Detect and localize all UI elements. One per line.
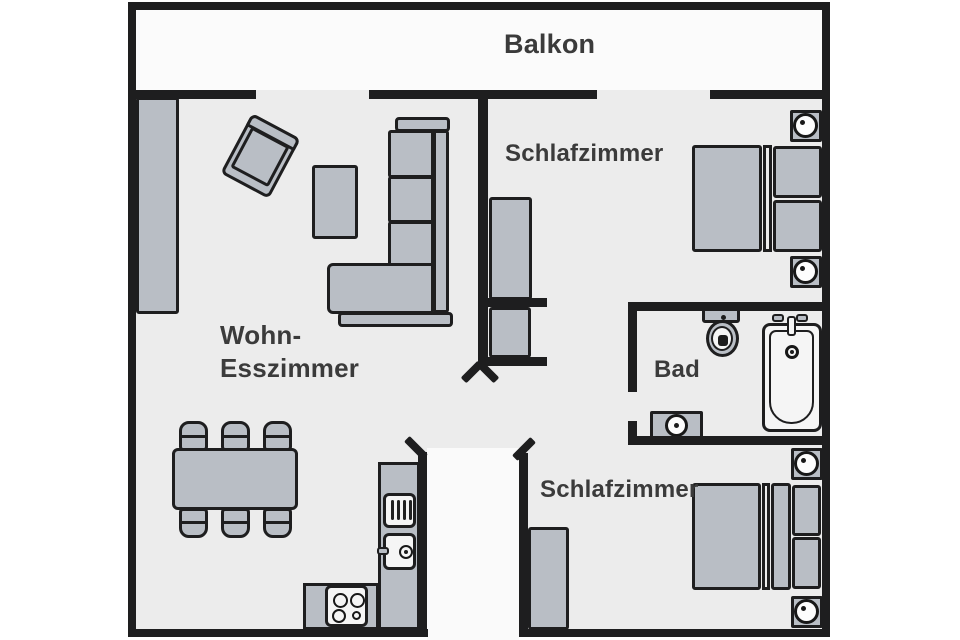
bedroom-bottom-west-wall bbox=[519, 453, 528, 637]
stove bbox=[325, 585, 368, 627]
bedroom-top-west-wall bbox=[478, 90, 488, 366]
kitchen-faucet bbox=[377, 547, 389, 555]
bed-mattress bbox=[692, 483, 761, 590]
living-room-label-line2: Esszimmer bbox=[220, 353, 360, 383]
sofa-cushion bbox=[388, 221, 434, 269]
kitchen-sink bbox=[377, 533, 416, 570]
dining-chair bbox=[179, 508, 208, 538]
outer-wall-top bbox=[128, 2, 830, 10]
bed-pillow bbox=[792, 485, 821, 536]
bed-mattress bbox=[692, 145, 762, 252]
outer-wall-right bbox=[822, 2, 830, 637]
closet bbox=[489, 197, 532, 300]
outer-wall-bottom-left bbox=[128, 629, 428, 637]
dishwasher-slat-icon bbox=[409, 500, 412, 520]
nightstand bbox=[790, 256, 822, 288]
coffee-table bbox=[312, 165, 358, 239]
bedroom-bottom-label: Schlafzimmer bbox=[540, 476, 699, 503]
balcony-floor bbox=[136, 10, 822, 90]
bathroom-wall-bottom bbox=[628, 436, 826, 445]
bathroom-wall-top bbox=[628, 302, 826, 311]
bed-blanket-band bbox=[771, 483, 791, 590]
nightstand bbox=[791, 448, 823, 480]
stove-burner bbox=[333, 593, 348, 608]
kitchen-wall bbox=[418, 452, 427, 637]
sofa-front-band bbox=[338, 312, 453, 327]
stove-burner bbox=[352, 611, 361, 620]
sofa-backrest bbox=[433, 130, 449, 313]
stove-burner bbox=[350, 593, 365, 608]
bathtub-drain-dot bbox=[790, 350, 794, 354]
dishwasher-slat-icon bbox=[397, 500, 400, 520]
living-room-label-line1: Wohn- bbox=[220, 320, 302, 350]
dining-chair bbox=[179, 421, 208, 451]
dishwasher bbox=[383, 493, 416, 528]
closet-wall-stub bbox=[480, 357, 547, 366]
outer-wall-left bbox=[128, 2, 136, 637]
bed-blanket-fold bbox=[763, 145, 772, 252]
bathtub bbox=[762, 323, 822, 432]
nightstand bbox=[790, 110, 822, 142]
balcony-wall-segment bbox=[133, 90, 256, 99]
outer-wall-bottom-right bbox=[519, 629, 830, 637]
bedroom-top-label: Schlafzimmer bbox=[505, 140, 664, 167]
bed-pillow bbox=[792, 537, 821, 589]
lamp-icon bbox=[794, 599, 819, 624]
lamp-icon bbox=[794, 451, 819, 476]
dining-chair bbox=[221, 421, 250, 451]
bathroom-wall-west bbox=[628, 302, 637, 392]
bathtub-tap-handle bbox=[772, 314, 784, 322]
kitchen-drain-dot bbox=[404, 550, 408, 554]
bed-blanket-fold bbox=[762, 483, 770, 590]
nightstand bbox=[791, 596, 823, 628]
sofa-corner-seat bbox=[327, 263, 434, 314]
lamp-icon bbox=[793, 113, 818, 138]
bathroom-sink bbox=[650, 411, 703, 439]
toilet-bowl bbox=[706, 320, 739, 357]
sofa-cushion bbox=[388, 176, 434, 223]
entrance-corridor-floor bbox=[427, 448, 519, 640]
bathroom-label: Bad bbox=[654, 356, 700, 383]
toilet-tank-button bbox=[721, 315, 726, 320]
closet-wall-stub bbox=[480, 298, 547, 307]
lamp-icon bbox=[793, 259, 818, 284]
sideboard bbox=[136, 97, 179, 314]
stove-burner bbox=[332, 609, 346, 623]
dining-chair bbox=[263, 421, 292, 451]
dining-chair bbox=[263, 508, 292, 538]
bathroom-sink-drain-dot bbox=[674, 423, 679, 428]
dishwasher-slat-icon bbox=[391, 500, 394, 520]
sofa-cushion bbox=[388, 130, 434, 178]
bed-pillow bbox=[773, 200, 822, 252]
bathroom-wall-west-stub bbox=[628, 421, 637, 445]
balcony-label: Balkon bbox=[504, 29, 596, 59]
dishwasher-slat-icon bbox=[403, 500, 406, 520]
balcony-wall-segment bbox=[710, 90, 830, 99]
bathtub-spout bbox=[787, 316, 796, 336]
wardrobe bbox=[528, 527, 569, 630]
toilet-drain bbox=[718, 335, 728, 346]
dining-chair bbox=[221, 508, 250, 538]
bed-pillow bbox=[773, 146, 822, 198]
bathtub-tap-handle bbox=[796, 314, 808, 322]
dining-table bbox=[172, 448, 298, 510]
closet bbox=[489, 307, 531, 358]
